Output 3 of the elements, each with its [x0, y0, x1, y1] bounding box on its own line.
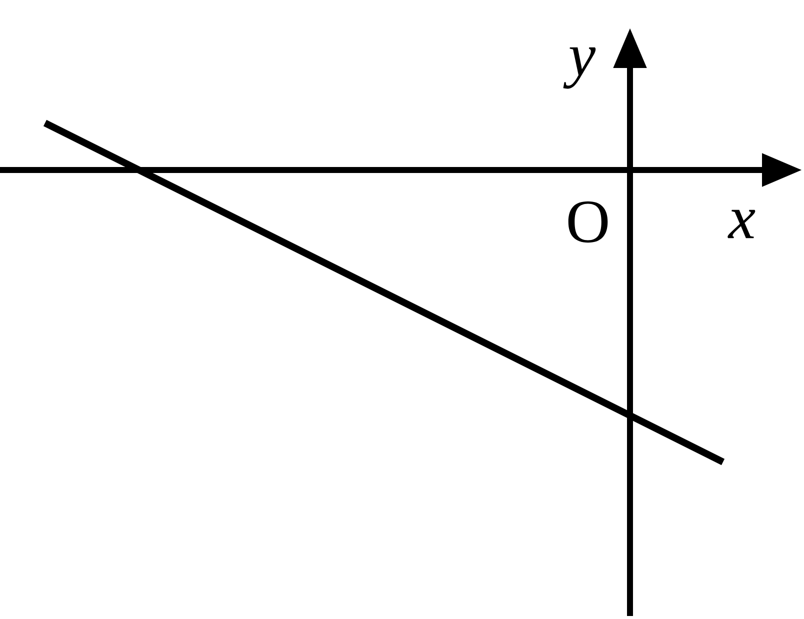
origin-label: O — [568, 201, 608, 243]
axis-label: x — [728, 210, 756, 238]
axis-label: y — [563, 47, 596, 89]
